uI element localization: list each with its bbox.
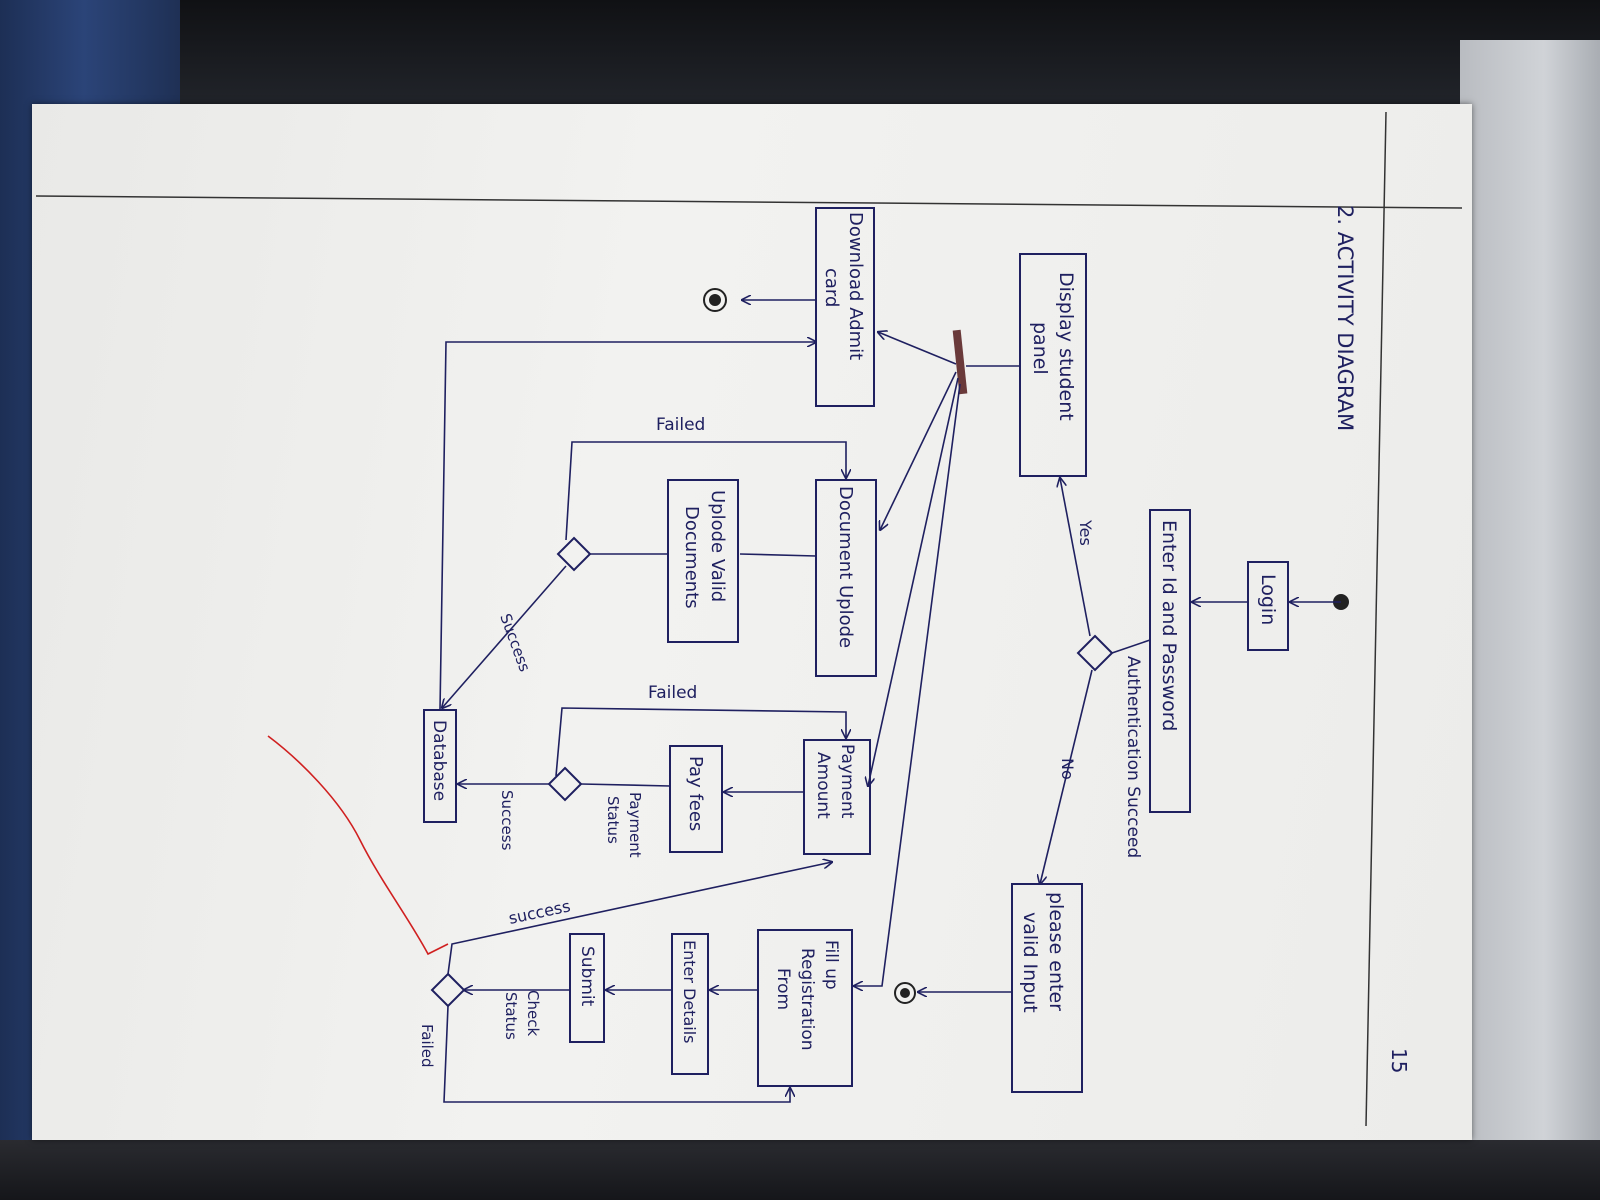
node-pay-fees-label: Pay fees <box>685 756 706 831</box>
edge-database-admit <box>439 342 816 711</box>
label-failed-reg: Failed <box>418 1024 436 1068</box>
label-yes: Yes <box>1076 519 1095 546</box>
node-database-label: Database <box>429 720 449 801</box>
page-margin-line <box>35 195 1463 209</box>
node-document-upload-label: Document Uplode <box>835 486 856 648</box>
label-check-status-1: Check <box>524 990 542 1036</box>
node-submit-label: Submit <box>577 946 597 1007</box>
node-download-admit-line2: card <box>821 268 842 307</box>
node-payment-amount: Payment Amount <box>803 739 871 855</box>
decision-doc <box>556 536 592 572</box>
edge-fork-fillup <box>854 383 961 986</box>
node-payment-amount-line2: Amount <box>813 752 833 819</box>
node-pay-fees: Pay fees <box>669 745 723 853</box>
merge-node-dot <box>900 988 910 998</box>
label-success-doc: Success <box>496 611 534 674</box>
node-fill-up-line1: Fill up <box>821 940 841 990</box>
label-payment-status-2: Status <box>604 796 622 844</box>
node-login: Login <box>1247 561 1289 651</box>
node-upload-valid-line2: Documents <box>681 506 702 609</box>
node-enter-id-label: Enter Id and Password <box>1158 520 1180 731</box>
edge-enterid-decision <box>1111 639 1151 654</box>
edge-fork-docupload <box>880 371 957 530</box>
edge-fork-payment <box>868 377 959 786</box>
label-auth-succeed: Authentication Succeed <box>1123 656 1143 858</box>
label-failed-pay: Failed <box>648 683 697 703</box>
node-database: Database <box>423 709 457 823</box>
notebook-page <box>32 104 1472 1140</box>
node-display-panel-line1: Display student <box>1055 272 1077 421</box>
merge-node <box>894 982 916 1004</box>
label-payment-status-1: Payment <box>626 792 644 858</box>
red-check-mark <box>267 735 449 956</box>
fork-bar <box>952 329 968 395</box>
node-please-enter-line1: please enter <box>1045 892 1067 1011</box>
edge-doc-failed <box>565 441 846 541</box>
edge-fork-admit <box>878 332 957 365</box>
edge-docupload-uploadvalid <box>739 553 817 557</box>
page-margin-line <box>1365 111 1387 1127</box>
node-enter-details-label: Enter Details <box>680 940 699 1044</box>
edge-reg-failed <box>443 1005 790 1103</box>
edges <box>439 300 1341 1103</box>
edge-yes-display <box>1060 478 1091 637</box>
background-bottom <box>0 1140 1600 1200</box>
decision-auth <box>1076 634 1114 672</box>
node-fill-up: Fill up Registration From <box>757 929 853 1087</box>
page-number: 15 <box>1387 1048 1411 1073</box>
edge-no-please <box>1040 669 1093 884</box>
edge-reg-success <box>447 862 832 975</box>
node-download-admit: Download Admit card <box>815 207 875 407</box>
node-submit: Submit <box>569 933 605 1043</box>
node-download-admit-line1: Download Admit <box>845 212 866 360</box>
label-check-status-2: Status <box>502 992 520 1040</box>
end-node-dot <box>709 294 721 306</box>
decision-reg <box>430 972 466 1008</box>
node-payment-amount-line1: Payment <box>837 744 857 819</box>
edge-doc-success <box>442 565 567 708</box>
page-heading: 2. ACTIVITY DIAGRAM <box>1333 205 1357 431</box>
decision-pay <box>547 766 583 802</box>
label-failed-doc: Failed <box>656 415 705 435</box>
node-upload-valid: Uplode Valid Documents <box>667 479 739 643</box>
end-node <box>703 288 727 312</box>
node-fill-up-line2: Registration <box>797 948 817 1051</box>
label-success-pay: Success <box>498 790 516 851</box>
clipboard <box>1460 40 1600 1200</box>
edge-pay-failed <box>555 707 846 777</box>
node-display-panel-line2: panel <box>1029 322 1051 375</box>
node-display-panel: Display student panel <box>1019 253 1087 477</box>
node-fill-up-line3: From <box>773 968 793 1010</box>
node-upload-valid-line1: Uplode Valid <box>707 490 728 602</box>
node-enter-details: Enter Details <box>671 933 709 1075</box>
node-please-enter: please enter valid Input <box>1011 883 1083 1093</box>
background-dark <box>180 0 1600 110</box>
node-document-upload: Document Uplode <box>815 479 877 677</box>
label-success-reg: success <box>507 896 572 928</box>
node-please-enter-line2: valid Input <box>1019 912 1041 1013</box>
node-login-label: Login <box>1257 574 1279 625</box>
edge-payfees-decision <box>580 783 671 787</box>
node-enter-id: Enter Id and Password <box>1149 509 1191 813</box>
